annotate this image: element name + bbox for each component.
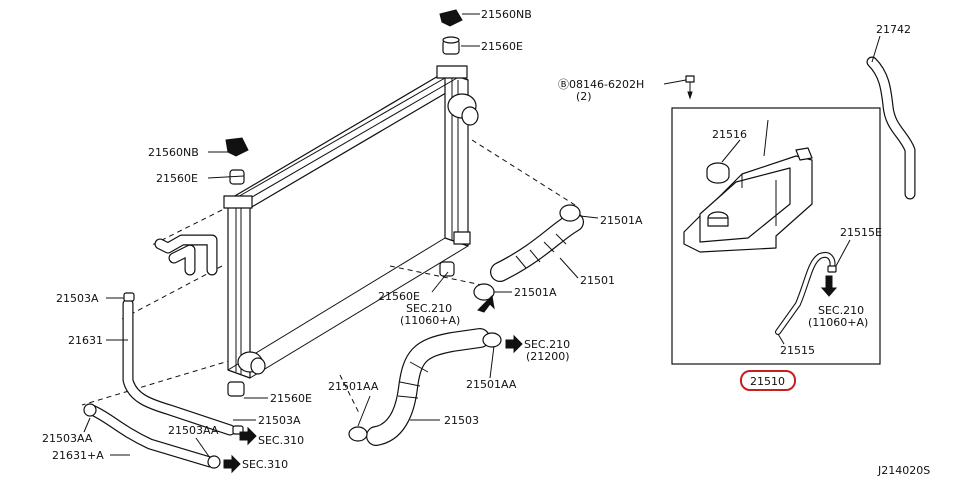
label-21503aa-right: 21503AA (168, 424, 219, 437)
label-21501a-upper: 21501A (600, 214, 643, 227)
hose-clamp-upper (559, 204, 581, 222)
radiator-inlet-neck (447, 93, 479, 126)
hose-clamp-lower-right (482, 332, 502, 348)
bolt-08146 (685, 75, 695, 100)
label-bolt-qty: (2) (576, 90, 592, 103)
label-sec210-a-ref: (11060+A) (400, 314, 460, 327)
overflow-hose-21742 (866, 56, 916, 200)
arrow-sec210-b (820, 275, 838, 297)
reservoir-hose-21515 (775, 252, 836, 335)
lower-radiator-hose (366, 328, 490, 446)
label-21503aa-left: 21503AA (42, 432, 93, 445)
highlight-21510 (740, 370, 796, 391)
label-21516: 21516 (712, 128, 747, 141)
arrow-sec210-a (477, 294, 495, 313)
label-21501: 21501 (580, 274, 615, 287)
label-sec210-b: SEC.210 (818, 304, 864, 317)
hose-clip-21503aa-left (83, 403, 97, 417)
oil-cooler-pipe (154, 234, 218, 276)
mount-rubber-bottom (227, 381, 245, 397)
label-sec310-a: SEC.310 (258, 434, 304, 447)
label-21560nb-top: 21560NB (481, 8, 532, 21)
reservoir-tank (683, 147, 813, 253)
label-bolt-code: Ⓑ08146-6202H (558, 78, 644, 91)
hose-21631 (122, 298, 236, 436)
label-sec210-c: SEC.210 (524, 338, 570, 351)
label-sec210-c-ref: (21200) (526, 350, 570, 363)
sec-arrows (223, 275, 838, 474)
label-21503a-bottom: 21503A (258, 414, 301, 427)
hose-clip-21515e (827, 265, 837, 273)
label-21503a-left: 21503A (56, 292, 99, 305)
label-21501aa-right: 21501AA (466, 378, 517, 391)
label-sec310-b: SEC.310 (242, 458, 288, 471)
label-21510: 21510 (750, 375, 785, 388)
label-21560e-bottom: 21560E (270, 392, 312, 405)
label-21560e-left: 21560E (156, 172, 198, 185)
label-21501aa-left: 21501AA (328, 380, 379, 393)
mount-rubber-top (442, 36, 460, 55)
label-21503: 21503 (444, 414, 479, 427)
hose-clip-21503a-left (123, 292, 135, 302)
mount-rubber-mid (439, 261, 455, 277)
part-labels: 21560NB 21560E 21742 Ⓑ08146-6202H (2) 21… (42, 8, 930, 477)
hose-clip-21503aa-right (207, 455, 221, 469)
leader-lines (83, 13, 881, 459)
arrow-sec310-b (223, 454, 241, 474)
upper-radiator-hose (490, 212, 584, 282)
label-21742: 21742 (876, 23, 911, 36)
arrow-sec210-c (505, 334, 523, 354)
label-21560e-top: 21560E (481, 40, 523, 53)
reservoir-cap (706, 162, 730, 184)
arrow-sec310-a (239, 426, 257, 446)
label-21515e: 21515E (840, 226, 882, 239)
label-21560nb-left: 21560NB (148, 146, 199, 159)
label-21501a-mid: 21501A (514, 286, 557, 299)
hose-clamp-lower-left (348, 426, 368, 442)
label-sec210-a: SEC.210 (406, 302, 452, 315)
label-21631: 21631 (68, 334, 103, 347)
clip-left (225, 137, 249, 157)
diagram-code: J214020S (877, 464, 930, 477)
reservoir-box (671, 107, 881, 365)
label-21560e-mid: 21560E (378, 290, 420, 303)
radiator-drain-outlet (237, 351, 266, 375)
clip-top (439, 9, 463, 27)
label-21631a: 21631+A (52, 449, 104, 462)
hose-21631a (86, 404, 216, 468)
label-sec210-b-ref: (11060+A) (808, 316, 868, 329)
radiator-core (223, 65, 471, 379)
label-21515: 21515 (780, 344, 815, 357)
